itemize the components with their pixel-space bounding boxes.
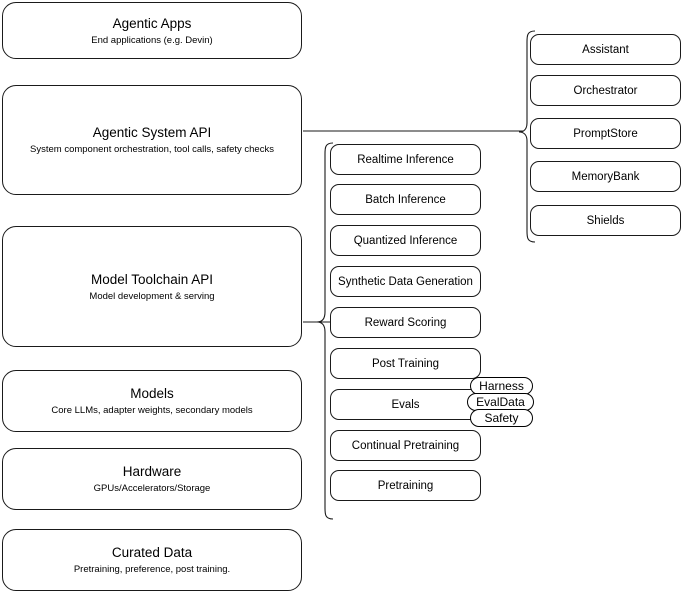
component-label: MemoryBank bbox=[571, 170, 640, 183]
layer-agentic-apps[interactable]: Agentic Apps End applications (e.g. Devi… bbox=[2, 2, 302, 59]
evals-pill-label: EvalData bbox=[476, 395, 525, 409]
layer-subtitle: End applications (e.g. Devin) bbox=[91, 34, 213, 46]
layer-title: Agentic System API bbox=[92, 125, 212, 140]
component-shields[interactable]: Shields bbox=[530, 205, 681, 236]
component-label: Shields bbox=[586, 214, 625, 227]
component-label: PromptStore bbox=[573, 127, 638, 140]
evals-pill-label: Harness bbox=[479, 379, 524, 393]
layer-subtitle: GPUs/Accelerators/Storage bbox=[93, 483, 211, 494]
layer-agentic-system-api[interactable]: Agentic System API System component orch… bbox=[2, 85, 302, 195]
capability-label: Quantized Inference bbox=[353, 234, 458, 247]
capability-label: Post Training bbox=[371, 357, 440, 370]
layer-curated-data[interactable]: Curated Data Pretraining, preference, po… bbox=[2, 529, 302, 591]
layer-subtitle: Model development & serving bbox=[89, 290, 215, 302]
component-promptstore[interactable]: PromptStore bbox=[530, 118, 681, 149]
evals-pill-label: Safety bbox=[484, 411, 519, 425]
capability-label: Evals bbox=[391, 398, 420, 411]
capability-post-training[interactable]: Post Training bbox=[330, 348, 481, 379]
toolchain-brace bbox=[316, 142, 334, 520]
layer-subtitle: System component orchestration, tool cal… bbox=[30, 144, 274, 155]
capability-realtime-inference[interactable]: Realtime Inference bbox=[330, 144, 481, 175]
capability-label: Realtime Inference bbox=[357, 153, 454, 166]
layer-title: Models bbox=[130, 386, 174, 401]
layer-models[interactable]: Models Core LLMs, adapter weights, secon… bbox=[2, 370, 302, 432]
capability-quantized-inference[interactable]: Quantized Inference bbox=[330, 225, 481, 256]
component-assistant[interactable]: Assistant bbox=[530, 34, 681, 65]
layer-title: Agentic Apps bbox=[112, 15, 192, 31]
capability-label: Reward Scoring bbox=[364, 316, 447, 329]
system-api-brace bbox=[518, 30, 536, 243]
capability-pretraining[interactable]: Pretraining bbox=[330, 470, 481, 501]
layer-title: Model Toolchain API bbox=[90, 271, 214, 287]
layer-title: Curated Data bbox=[111, 545, 193, 560]
capability-label: Pretraining bbox=[377, 479, 434, 492]
component-orchestrator[interactable]: Orchestrator bbox=[530, 75, 681, 106]
capability-reward-scoring[interactable]: Reward Scoring bbox=[330, 307, 481, 338]
layer-subtitle: Pretraining, preference, post training. bbox=[73, 564, 231, 575]
component-label: Orchestrator bbox=[573, 84, 638, 97]
layer-subtitle: Core LLMs, adapter weights, secondary mo… bbox=[51, 405, 253, 416]
layer-title: Hardware bbox=[122, 464, 182, 479]
component-label: Assistant bbox=[582, 43, 629, 56]
layer-hardware[interactable]: Hardware GPUs/Accelerators/Storage bbox=[2, 448, 302, 510]
capability-batch-inference[interactable]: Batch Inference bbox=[330, 184, 481, 215]
layer-model-toolchain-api[interactable]: Model Toolchain API Model development & … bbox=[2, 226, 302, 347]
capability-label: Batch Inference bbox=[365, 193, 446, 206]
capability-continual-pretraining[interactable]: Continual Pretraining bbox=[330, 430, 481, 461]
component-memorybank[interactable]: MemoryBank bbox=[530, 161, 681, 192]
capability-synthetic-data-generation[interactable]: Synthetic Data Generation bbox=[330, 266, 481, 297]
capability-label: Synthetic Data Generation bbox=[338, 275, 473, 288]
evals-pill-safety[interactable]: Safety bbox=[470, 409, 533, 427]
capability-label: Continual Pretraining bbox=[351, 439, 460, 452]
capability-evals[interactable]: Evals bbox=[330, 389, 481, 420]
